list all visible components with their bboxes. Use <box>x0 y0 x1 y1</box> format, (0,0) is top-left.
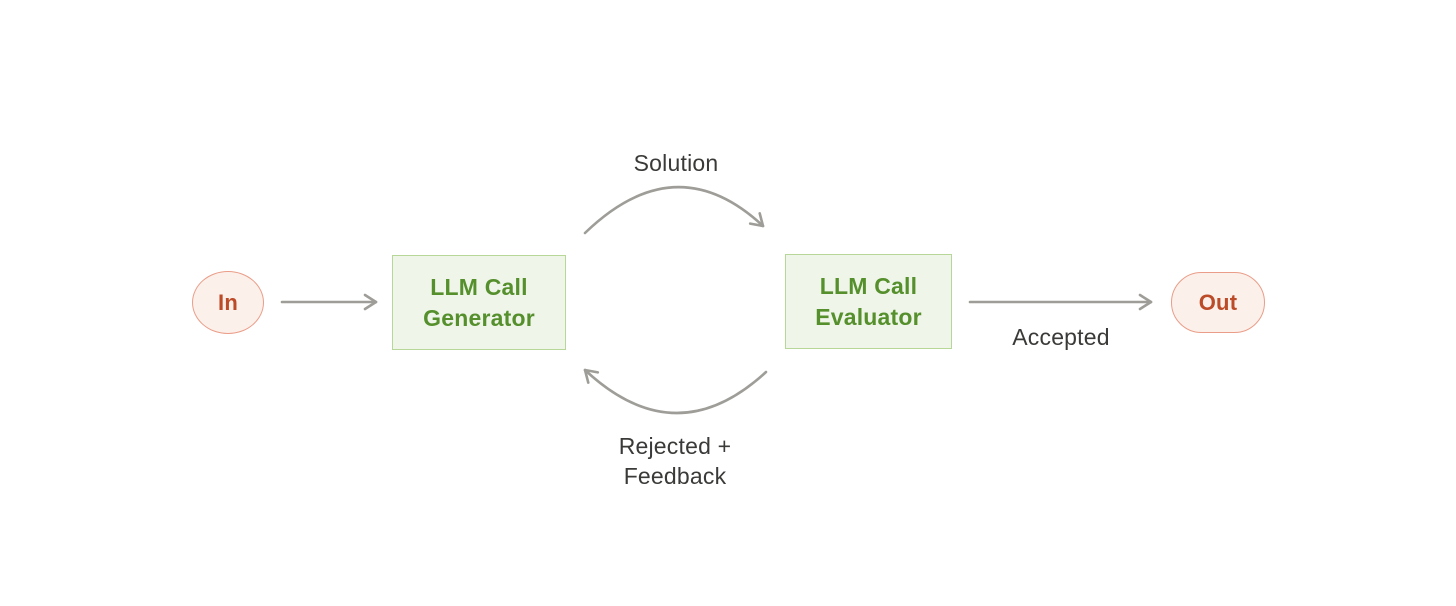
rejected-feedback-line2: Feedback <box>623 463 727 489</box>
evaluator-label-line1: LLM Call <box>819 272 918 299</box>
generator-label-line1: LLM Call <box>430 273 528 300</box>
evaluator-label-line2: Evaluator <box>815 303 922 330</box>
generator-node: LLM Call Generator <box>392 255 566 350</box>
out-node-label: Out <box>1198 289 1238 315</box>
rejected-feedback-line1: Rejected + <box>618 433 732 459</box>
in-node-label: In <box>218 289 238 315</box>
generator-label-line2: Generator <box>423 304 535 331</box>
solution-arrow <box>583 185 765 235</box>
evaluator-node: LLM Call Evaluator <box>785 254 952 349</box>
in-node: In <box>192 271 264 334</box>
solution-edge-label: Solution <box>633 150 719 176</box>
rejected-feedback-arrow <box>583 368 768 415</box>
accepted-edge-label: Accepted <box>1012 324 1110 350</box>
out-node: Out <box>1171 272 1265 333</box>
rejected-feedback-edge-label: Rejected + Feedback <box>565 431 785 491</box>
